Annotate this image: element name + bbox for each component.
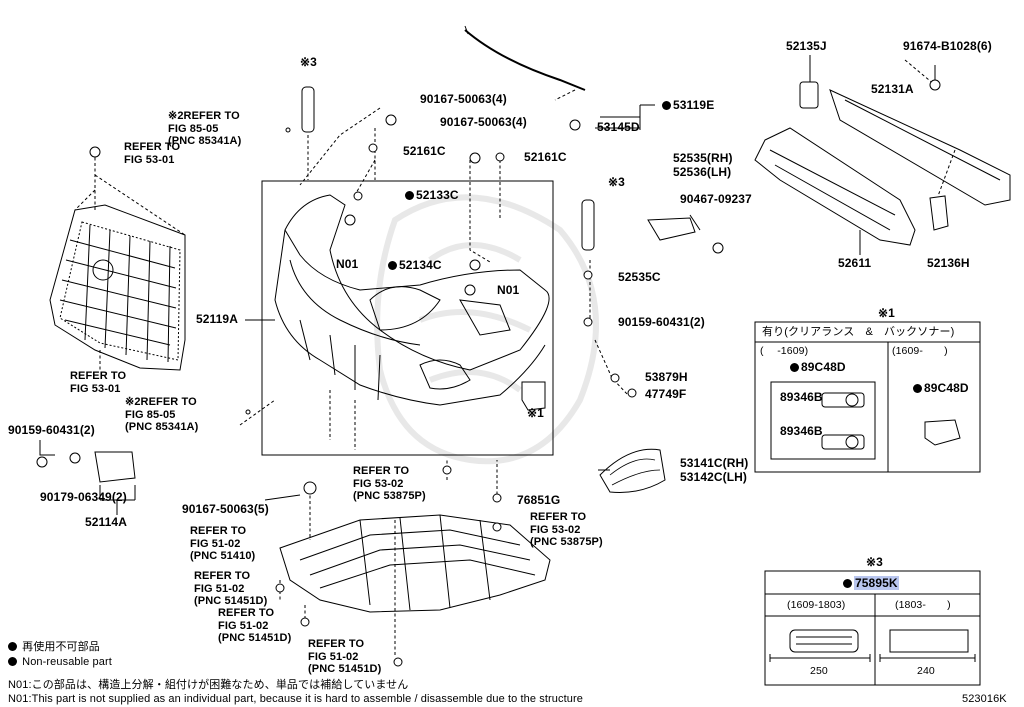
label-91674-b1028-6: 91674-B1028(6) — [903, 39, 992, 53]
label-52161c-b: 52161C — [524, 150, 567, 164]
box1-left-period: ( -1609) — [760, 345, 809, 357]
label-90167-50063-4b: 90167-50063(4) — [440, 115, 527, 129]
bumper-side-bracket — [647, 217, 696, 241]
label-mark3-b: ※3 — [608, 175, 625, 189]
label-52134c: 52134C — [388, 259, 442, 272]
label-52114a: 52114A — [85, 515, 127, 529]
label-47749f: 47749F — [645, 387, 687, 401]
label-mark1: ※1 — [527, 406, 544, 420]
label-90179-06349-2: 90179-06349(2) — [40, 490, 127, 504]
watermark-logo — [374, 194, 599, 465]
box3-left-period: (1609-1803) — [787, 599, 846, 611]
legend-en: Non-reusable part — [8, 656, 112, 669]
ref-fig53-02-a: REFER TO FIG 53-02 (PNC 53875P) — [353, 465, 426, 502]
label-53142c: 53142C(LH) — [680, 470, 748, 484]
legend-n01-en: N01:This part is not supplied as an indi… — [8, 693, 583, 705]
ref-fig51-02-c: REFER TO FIG 51-02 (PNC 51451D) — [218, 607, 292, 644]
box3-left-len: 250 — [810, 665, 828, 677]
non-reusable-dot-icon — [405, 191, 414, 200]
box1-left-part: 89C48D — [790, 361, 846, 374]
label-90167-50063-4a: 90167-50063(4) — [420, 92, 507, 106]
box1-right-period: (1609- ) — [892, 345, 948, 357]
non-reusable-dot-icon — [790, 363, 799, 372]
box3-right-len: 240 — [917, 665, 935, 677]
fasteners — [36, 79, 941, 667]
label-53879h: 53879H — [645, 370, 688, 384]
non-reusable-dot-icon — [8, 657, 17, 666]
ref-fig85-05-top: ※2REFER TO FIG 85-05 (PNC 85341A) — [168, 110, 242, 147]
label-n01-a: N01 — [336, 257, 359, 271]
box3-part[interactable]: 75895K — [843, 576, 899, 590]
license-bracket — [94, 451, 136, 483]
box1-sub-a: 89346B — [780, 390, 823, 404]
label-53141c: 53141C(RH) — [680, 456, 749, 470]
label-52119a: 52119A — [196, 312, 238, 326]
sensor-bracket-marker — [521, 381, 546, 411]
ref-fig53-01-bottom: REFER TO FIG 53-01 — [70, 370, 127, 395]
label-90159-60431-2b: 90159-60431(2) — [8, 423, 95, 437]
fog-lamp-cover — [599, 448, 666, 493]
bumper-reinforcement — [754, 89, 1011, 246]
legend-n01-jp: N01:この部品は、構造上分解・組付けが困難なため、単品では補給していません — [8, 679, 409, 691]
label-53119e: 53119E — [662, 99, 714, 112]
box1-sub-b: 89346B — [780, 424, 823, 438]
label-n01-b: N01 — [497, 283, 520, 297]
highlighted-part-number[interactable]: 75895K — [854, 576, 899, 590]
label-90159-60431-2a: 90159-60431(2) — [618, 315, 705, 329]
label-53145d: 53145D — [597, 120, 640, 134]
solid-leaders — [39, 55, 936, 515]
legend-jp: 再使用不可部品 — [8, 641, 100, 654]
ref-fig85-05-bottom: ※2REFER TO FIG 85-05 (PNC 85341A) — [125, 396, 199, 433]
non-reusable-dot-icon — [662, 101, 671, 110]
front-grille — [49, 204, 186, 371]
label-90467-09237: 90467-09237 — [680, 192, 752, 206]
upper-moulding — [464, 29, 586, 91]
ref-fig53-02-b: REFER TO FIG 53-02 (PNC 53875P) — [530, 511, 603, 548]
box3-title: ※3 — [866, 555, 883, 569]
label-52535c: 52535C — [618, 270, 661, 284]
diagram-code: 523016K — [962, 693, 1007, 705]
label-52133c: 52133C — [405, 189, 459, 202]
engine-under-cover — [279, 514, 551, 613]
box3-right-period: (1803- ) — [895, 599, 951, 611]
label-52135j: 52135J — [786, 39, 827, 53]
box1-right-part: 89C48D — [913, 382, 969, 395]
box1-title: ※1 — [878, 306, 895, 320]
non-reusable-dot-icon — [843, 579, 852, 588]
front-bumper-cover — [274, 194, 550, 406]
label-52611: 52611 — [838, 256, 872, 270]
label-52536-lh: 52536(LH) — [673, 165, 732, 179]
label-52161c-a: 52161C — [403, 144, 446, 158]
ref-fig51-02-b: REFER TO FIG 51-02 (PNC 51451D) — [194, 570, 268, 607]
non-reusable-dot-icon — [388, 261, 397, 270]
box1-header: 有り(クリアランス & バックソナー) — [762, 326, 955, 338]
label-52131a: 52131A — [871, 82, 914, 96]
non-reusable-dot-icon — [913, 384, 922, 393]
reflector-75895k-left — [301, 86, 315, 133]
label-52136h: 52136H — [927, 256, 970, 270]
bracket-52136h — [929, 195, 949, 231]
info-box-1 — [754, 321, 981, 473]
ref-fig53-01-top: REFER TO FIG 53-01 — [124, 141, 181, 166]
info-box-3 — [764, 570, 981, 686]
label-76851g: 76851G — [517, 493, 561, 507]
ref-fig51-02-a: REFER TO FIG 51-02 (PNC 51410) — [190, 525, 256, 562]
bracket-52135j — [799, 81, 819, 109]
non-reusable-dot-icon — [8, 642, 17, 651]
reflector-75895k-right — [581, 199, 595, 251]
label-52535-rh: 52535(RH) — [673, 151, 733, 165]
label-mark3-a: ※3 — [300, 55, 317, 69]
ref-fig51-02-d: REFER TO FIG 51-02 (PNC 51451D) — [308, 638, 382, 675]
label-90167-50063-5: 90167-50063(5) — [182, 502, 269, 516]
leader-lines — [74, 59, 956, 655]
bumper-assembly-frame — [261, 180, 554, 456]
